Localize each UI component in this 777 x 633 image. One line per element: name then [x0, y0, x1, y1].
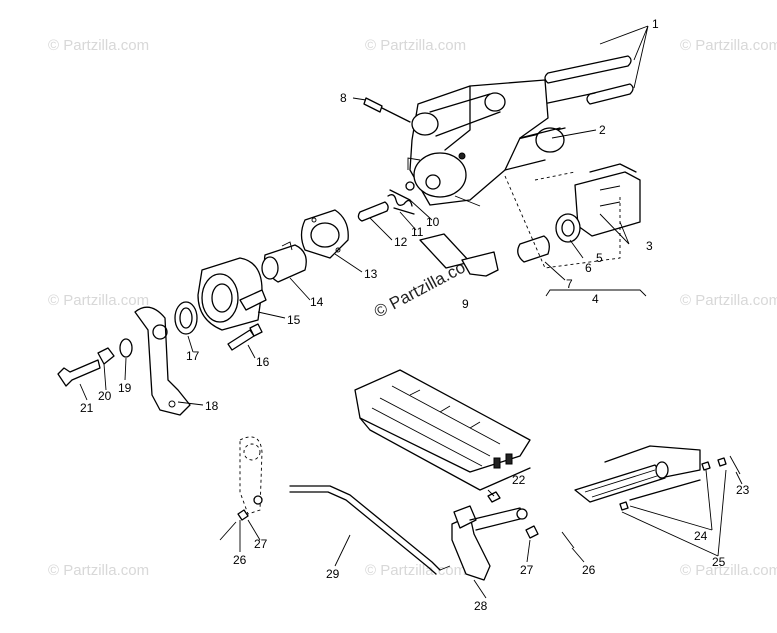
callout-16: 16 [256, 355, 270, 369]
watermark: © Partzilla.com [680, 37, 777, 54]
part-3-7-pad-assembly [504, 163, 641, 269]
part-28-pedal [451, 505, 528, 581]
callout-22: 22 [512, 473, 526, 487]
part-17-seal [174, 301, 198, 335]
callout-14: 14 [310, 295, 324, 309]
callout-7: 7 [566, 277, 573, 291]
part-29-rod [289, 485, 451, 575]
watermark: © Partzilla.com [48, 37, 149, 54]
callout-6: 6 [585, 261, 592, 275]
callout-27-left: 27 [254, 537, 268, 551]
watermark: © Partzilla.com [680, 292, 777, 309]
callout-27-right: 27 [520, 563, 534, 577]
callout-1: 1 [652, 17, 659, 31]
small-fasteners [219, 455, 741, 549]
left-mount-bracket [239, 436, 263, 515]
callout-29: 29 [326, 567, 340, 581]
part-13-gasket [300, 209, 349, 259]
watermark: © Partzilla.com [48, 562, 149, 579]
callout-28: 28 [474, 599, 488, 613]
part-8-bleeder [363, 97, 411, 123]
callout-25: 25 [712, 555, 726, 569]
heel-plate [574, 445, 701, 503]
callout-2: 2 [599, 123, 606, 137]
footrest-board [354, 369, 531, 491]
part-19-21-fasteners [57, 338, 133, 387]
watermark-layer: © Partzilla.com © Partzilla.com © Partzi… [48, 37, 777, 579]
callout-13: 13 [364, 267, 378, 281]
part-10-12-piston-spring [357, 181, 415, 222]
callout-26-right: 26 [582, 563, 596, 577]
callout-23: 23 [736, 483, 750, 497]
callout-26-left: 26 [233, 553, 247, 567]
callout-10: 10 [426, 215, 440, 229]
callout-24: 24 [694, 529, 708, 543]
watermark: © Partzilla.com [680, 562, 777, 579]
part-9-shim [419, 233, 499, 277]
callout-15: 15 [287, 313, 301, 327]
callout-labels: 1 2 3 4 5 6 7 8 9 10 11 12 13 14 15 16 1… [80, 17, 750, 613]
callout-8: 8 [340, 91, 347, 105]
callout-17: 17 [186, 349, 200, 363]
part-14-cap [261, 241, 307, 283]
part-15-housing [197, 257, 267, 331]
watermark: © Partzilla.com [48, 292, 149, 309]
leader-lines [79, 25, 743, 599]
callout-21: 21 [80, 401, 94, 415]
callout-9: 9 [462, 297, 469, 311]
callout-19: 19 [118, 381, 132, 395]
callout-12: 12 [394, 235, 408, 249]
watermark: © Partzilla.com [365, 37, 466, 54]
part-2-body [407, 79, 565, 207]
callout-3: 3 [646, 239, 653, 253]
callout-20: 20 [98, 389, 112, 403]
callout-4: 4 [592, 292, 599, 306]
callout-5: 5 [596, 251, 603, 265]
watermark: © Partzilla.com [365, 562, 466, 579]
callout-18: 18 [205, 399, 219, 413]
callout-11: 11 [411, 225, 424, 239]
part-18-bracket [134, 306, 191, 416]
part-16-bolt [227, 323, 263, 351]
